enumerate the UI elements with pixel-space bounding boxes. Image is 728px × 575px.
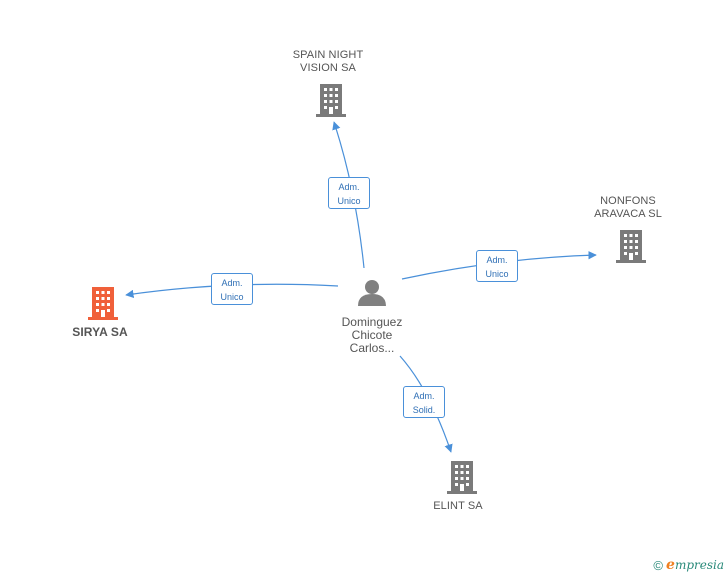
- role-line2: Unico: [220, 292, 244, 302]
- company-name-line1: SIRYA SA: [72, 325, 128, 339]
- role-line1: Adm.: [221, 278, 243, 288]
- person-name-line2: Chicote: [351, 328, 393, 342]
- role-line1: Adm.: [338, 182, 360, 192]
- building-icon-nonfons-aravaca[interactable]: [616, 230, 646, 263]
- company-name-line1: ELINT SA: [433, 500, 483, 512]
- company-label-sirya[interactable]: SIRYA SA: [60, 326, 140, 339]
- footer-branding: © empresia: [653, 557, 724, 573]
- company-name-line1: SPAIN NIGHT: [292, 49, 364, 61]
- brand-logo[interactable]: empresia: [666, 557, 724, 573]
- company-label-spain-night-vision[interactable]: SPAIN NIGHT VISION SA: [278, 49, 378, 75]
- role-line2: Unico: [485, 269, 509, 279]
- role-badge-spain-night-vision: Adm. Unico: [328, 177, 370, 209]
- company-name-line2: ARAVACA SL: [594, 208, 662, 220]
- building-icon-spain-night-vision[interactable]: [316, 84, 346, 117]
- brand-initial: e: [666, 557, 675, 573]
- building-icon-elint[interactable]: [447, 461, 477, 494]
- person-icon[interactable]: [358, 280, 386, 306]
- role-line1: Adm.: [486, 255, 508, 265]
- person-name-line1: Dominguez: [341, 315, 403, 329]
- company-label-elint[interactable]: ELINT SA: [418, 500, 498, 513]
- copyright-icon: ©: [653, 557, 664, 573]
- company-label-nonfons-aravaca[interactable]: NONFONS ARAVACA SL: [578, 195, 678, 221]
- building-icon-sirya[interactable]: [88, 287, 118, 320]
- role-badge-nonfons-aravaca: Adm. Unico: [476, 250, 518, 282]
- company-name-line1: NONFONS: [600, 195, 656, 207]
- company-name-line2: VISION SA: [300, 62, 356, 74]
- role-line2: Solid.: [412, 405, 436, 415]
- role-line2: Unico: [337, 196, 361, 206]
- role-line1: Adm.: [413, 391, 435, 401]
- role-badge-sirya: Adm. Unico: [211, 273, 253, 305]
- role-badge-elint: Adm. Solid.: [403, 386, 445, 418]
- brand-rest: mpresia: [674, 558, 724, 572]
- person-name-line3: Carlos...: [349, 341, 395, 355]
- person-label[interactable]: Dominguez Chicote Carlos...: [322, 316, 422, 355]
